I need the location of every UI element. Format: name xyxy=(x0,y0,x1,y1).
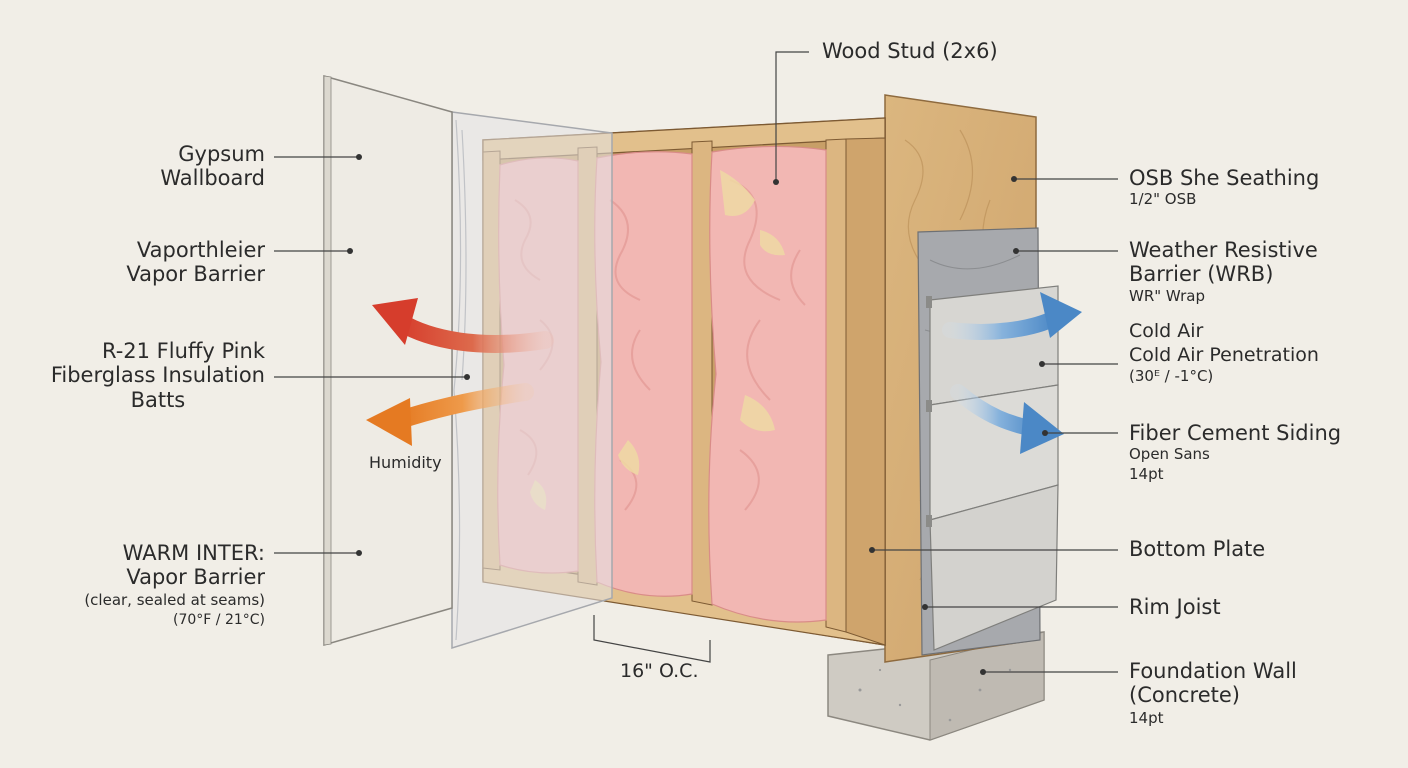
cold-air-arrow-upper xyxy=(942,292,1082,340)
gypsum-wallboard xyxy=(323,75,453,646)
label-bottom-plate: Bottom Plate xyxy=(1129,537,1266,561)
leader-dots xyxy=(347,154,1048,675)
label-cold-air: Cold Air Cold Air Penetration (30ᴱ / -1°… xyxy=(1129,320,1319,386)
label-humidity: Humidity xyxy=(369,453,442,472)
label-wood-stud: Wood Stud (2x6) xyxy=(822,39,998,63)
foundation-wall xyxy=(827,631,1045,741)
label-osb-sheathing: OSB She Seathing 1/2" OSB xyxy=(1129,166,1320,209)
fiber-cement-siding xyxy=(926,285,1059,651)
label-wrb: Weather Resistive Barrier (WRB) WR" Wrap xyxy=(1129,238,1318,305)
cold-air-arrow-lower xyxy=(950,384,1064,454)
label-vapor-barrier: Vaporthleier Vapor Barrier xyxy=(126,238,265,287)
label-spacing: 16" O.C. xyxy=(620,660,699,682)
label-gypsum-wallboard: Gypsum Wallboard xyxy=(160,142,265,191)
label-foundation-wall: Foundation Wall (Concrete) 14pt xyxy=(1129,659,1297,727)
label-insulation: R-21 Fluffy Pink Fiberglass Insulation B… xyxy=(50,339,265,412)
label-warm-interior: WARM INTER: Vapor Barrier (clear, sealed… xyxy=(84,541,265,629)
label-rim-joist: Rim Joist xyxy=(1129,595,1221,619)
leader-lines xyxy=(274,51,1118,673)
vapor-barrier-sheet xyxy=(451,111,613,650)
humidity-arrow xyxy=(366,383,534,446)
warm-air-arrow xyxy=(372,298,554,353)
label-fiber-cement-siding: Fiber Cement Siding Open Sans 14pt xyxy=(1129,421,1342,483)
